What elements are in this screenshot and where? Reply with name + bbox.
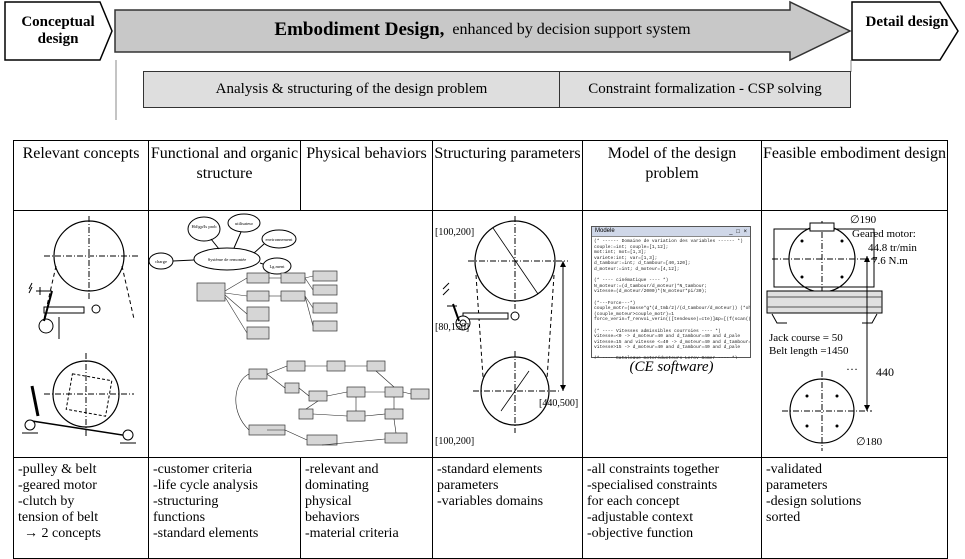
bullet: -customer criteria (153, 462, 253, 477)
embodiment-title: Embodiment Design, enhanced by decision … (115, 12, 850, 48)
conceptual-design-label: Conceptual design (21, 14, 95, 47)
window-controls-icon: _ □ × (729, 229, 748, 235)
bullet: -life cycle analysis (153, 478, 258, 493)
bullet: physical (305, 494, 352, 509)
concepts-sketch (22, 216, 139, 444)
bullet: behaviors (305, 510, 360, 525)
node-lgment: Lg.ment (269, 264, 285, 269)
cell-model-design-problem: Modele _ □ × (* ------ Domaine de variat… (582, 210, 762, 458)
bullet: -material criteria (305, 526, 399, 541)
node-hd: Hd/gp/Is prob (191, 224, 217, 229)
feasible-jack: Jack course = 50 (769, 332, 843, 344)
feasible-motor-speed: 44.8 tr/min (868, 242, 917, 254)
bullet: for each concept (587, 494, 680, 509)
detail-design-arrow (851, 1, 959, 61)
bullet: -standard elements (437, 462, 543, 477)
bullet: -objective function (587, 526, 694, 541)
detail-design-label: Detail design (865, 14, 949, 30)
bullet: -design solutions (766, 494, 862, 509)
cell-structuring-parameters: [100,200] [80,150] [100,200] [440,500] (432, 210, 583, 458)
bullet: -validated (766, 462, 822, 477)
ce-caption: (CE software) (629, 359, 714, 375)
bullet: -pulley & belt (18, 462, 97, 477)
feasible-belt: Belt length =1450 (769, 345, 849, 357)
header-relevant-concepts: Relevant concepts (13, 140, 149, 211)
feasible-motor-torque: 7.6 N.m (872, 255, 908, 267)
ce-window-title: Modele (595, 228, 615, 234)
bullets-model: -all constraints together -specialised c… (582, 457, 762, 559)
bullet: -variables domains (437, 494, 544, 509)
feasible-dots: … (846, 359, 858, 373)
structuring-sketch (442, 216, 568, 433)
bullet: dominating (305, 478, 369, 493)
feasible-d-bottom: ∅180 (856, 436, 883, 448)
bullets-physical: -relevant and dominating physical behavi… (300, 457, 433, 559)
ce-window-titlebar: Modele _ □ × (592, 227, 750, 237)
bullet: -specialised constraints (587, 478, 718, 493)
conceptual-design-arrow (4, 1, 113, 61)
bullet: -clutch by (18, 494, 75, 509)
bullet: sorted (766, 510, 801, 525)
ce-software-window: Modele _ □ × (* ------ Domaine de variat… (591, 226, 751, 359)
bullet: -adjustable context (587, 510, 694, 525)
flow-diagram (4, 0, 959, 120)
bullets-feasible: -validated parameters -design solutions … (761, 457, 948, 559)
bullet: parameters (437, 478, 499, 493)
embodiment-design-arrow (114, 0, 852, 62)
ce-code: (* ------ Domaine de variation des varia… (594, 239, 750, 359)
node-system: Système de remontée (208, 257, 247, 262)
param-dist: [440,500] (539, 398, 579, 409)
node-util: utilisateur (235, 221, 253, 226)
param-r2: [80,150] (435, 322, 470, 333)
feasible-d-top: ∅190 (850, 214, 877, 226)
bullet: parameters (766, 478, 828, 493)
bar-analysis: Analysis & structuring of the design pro… (143, 71, 560, 108)
header-model-design-problem: Model of the design problem (582, 140, 762, 211)
header-physical-behaviors: Physical behaviors (300, 140, 433, 211)
node-env: environnement (266, 237, 294, 242)
embodiment-title-bold: Embodiment Design, (274, 19, 445, 40)
node-charge: charge (155, 259, 167, 264)
header-feasible-embodiment: Feasible embodiment design (761, 140, 948, 211)
functional-diagram: Hd/gp/Is prob utilisateur environnement … (148, 213, 430, 446)
header-functional-structure: Functional and organic structure (148, 140, 301, 211)
param-r3: [100,200] (435, 436, 475, 447)
feasible-motor-label: Geared motor: (852, 228, 916, 240)
feasible-dist: 440 (876, 365, 894, 379)
bullet: -relevant and (305, 462, 379, 477)
bullets-structuring: -standard elements parameters -variables… (432, 457, 583, 559)
bullets-concepts: -pulley & belt -geared motor -clutch by … (13, 457, 149, 559)
cell-functional-physical: Hd/gp/Is prob utilisateur environnement … (148, 210, 433, 458)
design-table: Relevant concepts Functional and organic… (13, 140, 948, 559)
cell-feasible-design: ∅190 Geared motor: 44.8 tr/min 7.6 N.m J… (761, 210, 948, 458)
feasible-sketch (766, 221, 883, 451)
param-r1: [100,200] (435, 227, 475, 238)
bar-constraint: Constraint formalization - CSP solving (559, 71, 851, 108)
bullet: functions (153, 510, 206, 525)
bullet: -geared motor (18, 478, 97, 493)
bullet: → 2 concepts (24, 526, 101, 541)
bullet: -structuring (153, 494, 219, 509)
embodiment-title-rest: enhanced by decision support system (452, 21, 691, 38)
bullet: -standard elements (153, 526, 259, 541)
cell-concepts-sketch (13, 210, 149, 458)
bullets-functional: -customer criteria -life cycle analysis … (148, 457, 301, 559)
bullet: tension of belt (18, 510, 99, 525)
bullet: -all constraints together (587, 462, 720, 477)
header-structuring-parameters: Structuring parameters (432, 140, 583, 211)
